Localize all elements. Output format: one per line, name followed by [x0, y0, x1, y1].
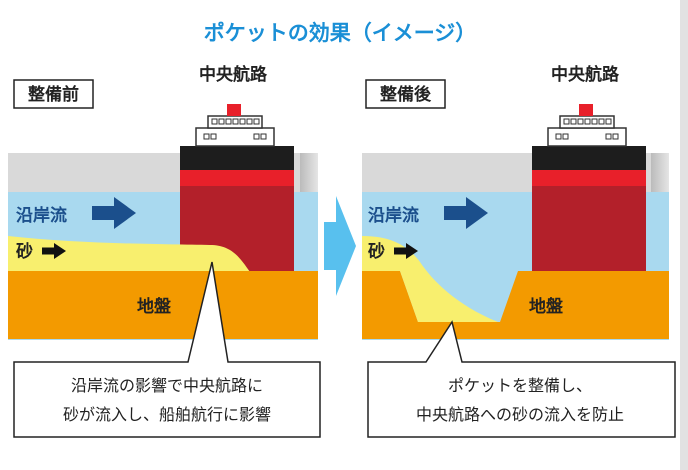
channel-label: 中央航路: [199, 64, 268, 85]
diagram-title: ポケットの効果（イメージ）: [204, 21, 477, 45]
callout: ポケットを整備し、 中央航路への砂の流入を防止: [367, 320, 676, 438]
callout-line-1: 沿岸流の影響で中央航路に: [71, 376, 263, 395]
sand-label: 砂: [368, 241, 385, 262]
before-panel: 中央航路 整備前 沿岸流 砂 地盤 沿岸流の影響で中央航路に 砂が流入し、船舶航…: [8, 64, 321, 438]
tag-label: 整備前: [28, 84, 79, 105]
sand-layer: [8, 236, 250, 272]
callout-line-2: 中央航路への砂の流入を防止: [416, 405, 624, 424]
tag-box: [13, 79, 94, 109]
callout-line-2: 砂が流入し、船舶航行に影響: [63, 405, 271, 424]
current-label: 沿岸流: [368, 205, 419, 226]
ship-icon: [531, 103, 647, 299]
callout: 沿岸流の影響で中央航路に 砂が流入し、船舶航行に影響: [13, 261, 321, 438]
ground-label: 地盤: [137, 296, 172, 317]
after-panel: 中央航路 整備後 沿岸流 砂 地盤 ポケットを整備し、 中央航路への砂の流入を防…: [362, 64, 676, 438]
ground-label: 地盤: [529, 296, 564, 317]
callout-line-1: ポケットを整備し、: [448, 376, 592, 395]
sand-label: 砂: [16, 241, 33, 262]
page-edge: [680, 0, 688, 470]
tag-box: [365, 79, 446, 109]
seabed: [8, 271, 318, 339]
current-label: 沿岸流: [16, 205, 67, 226]
tag-label: 整備後: [380, 84, 432, 105]
transition-arrow: [324, 196, 356, 296]
sand-layer: [362, 236, 498, 322]
channel-label: 中央航路: [551, 64, 620, 85]
